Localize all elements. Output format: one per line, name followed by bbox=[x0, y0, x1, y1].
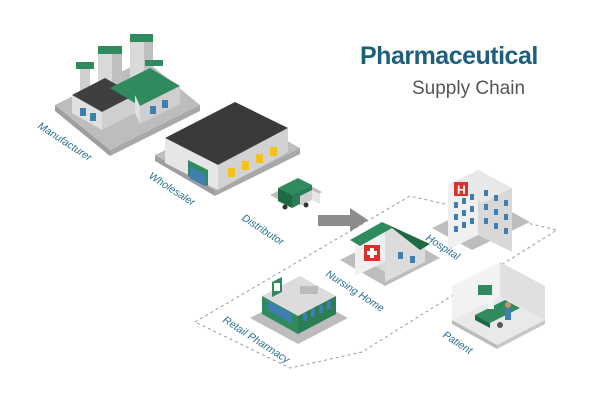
distributor-truck bbox=[270, 178, 322, 210]
nursing-home-building bbox=[340, 222, 440, 286]
retail-pharmacy-building bbox=[250, 276, 348, 344]
hospital-building: H bbox=[432, 170, 530, 252]
manufacturer-building bbox=[55, 34, 200, 156]
svg-text:H: H bbox=[457, 183, 466, 197]
wholesaler-building bbox=[155, 102, 300, 196]
flow-arrow bbox=[318, 208, 368, 232]
title-sub: Supply Chain bbox=[412, 78, 526, 99]
patient-room bbox=[452, 262, 545, 349]
network-outline bbox=[193, 195, 559, 369]
title-main: Pharmaceutical bbox=[360, 42, 538, 70]
